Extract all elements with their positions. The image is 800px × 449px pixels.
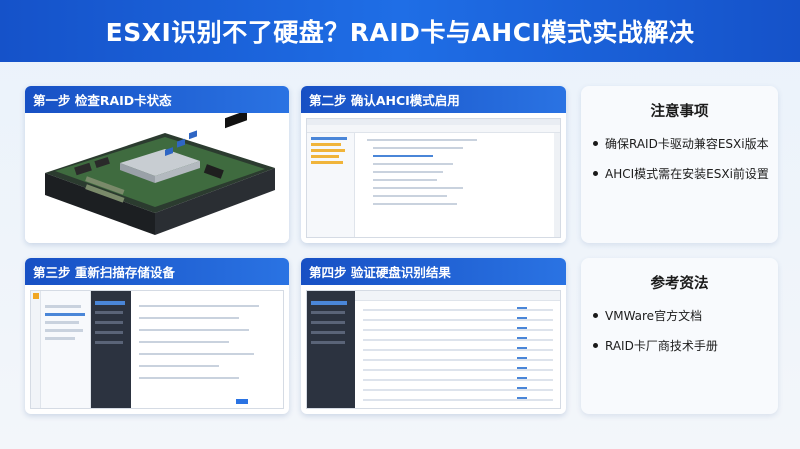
bullet-icon: [593, 313, 598, 318]
list-item: VMWare官方文档: [593, 307, 778, 324]
notes-title: 注意事项: [650, 104, 709, 120]
references-list: VMWare官方文档 RAID卡厂商技术手册: [581, 307, 778, 354]
step-2-image: [301, 113, 566, 243]
bullet-icon: [593, 343, 598, 348]
references-panel: 参考资法 VMWare官方文档 RAID卡厂商技术手册: [581, 258, 778, 414]
bullet-icon: [593, 141, 598, 146]
storage-rescan-screenshot: [30, 290, 284, 409]
step-4-image: [301, 285, 566, 414]
notes-panel: 注意事项 确保RAID卡驱动兼容ESXi版本 AHCI模式需在安装ESXi前设置: [581, 86, 778, 243]
device-manager-screenshot: [306, 118, 561, 238]
notes-list: 确保RAID卡驱动兼容ESXi版本 AHCI模式需在安装ESXi前设置: [581, 135, 778, 182]
raid-server-illustration: [25, 113, 289, 243]
step-3-header: 第三步 重新扫描存储设备: [25, 258, 289, 285]
list-item: 确保RAID卡驱动兼容ESXi版本: [593, 135, 778, 152]
step-4-header: 第四步 验证硬盘识别结果: [301, 258, 566, 285]
references-title: 参考资法: [650, 276, 709, 292]
step-2-header: 第二步 确认AHCI模式启用: [301, 86, 566, 113]
step-1-image: [25, 113, 289, 243]
step-card-1: 第一步 检查RAID卡状态: [25, 86, 289, 243]
step-1-header: 第一步 检查RAID卡状态: [25, 86, 289, 113]
list-item: RAID卡厂商技术手册: [593, 337, 778, 354]
disk-verification-screenshot: [306, 290, 561, 409]
step-card-3: 第三步 重新扫描存储设备: [25, 258, 289, 414]
step-card-4: 第四步 验证硬盘识别结果: [301, 258, 566, 414]
page-title: ESXI识别不了硬盘？RAID卡与AHCI模式实战解决: [105, 18, 695, 47]
bullet-icon: [593, 171, 598, 176]
list-item: AHCI模式需在安装ESXi前设置: [593, 165, 778, 182]
step-card-2: 第二步 确认AHCI模式启用: [301, 86, 566, 243]
step-3-image: [25, 285, 289, 414]
title-banner: ESXI识别不了硬盘？RAID卡与AHCI模式实战解决: [0, 0, 800, 62]
